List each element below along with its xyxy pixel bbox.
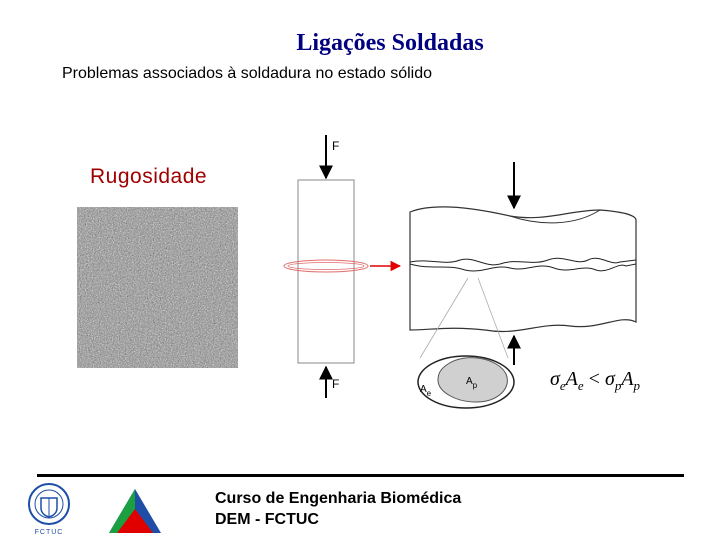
force-label-bottom: F bbox=[332, 377, 339, 391]
department-triangle-logo bbox=[109, 489, 161, 533]
roughness-texture-image bbox=[77, 207, 238, 368]
area-label-p: Ap bbox=[466, 376, 478, 390]
contact-area-region bbox=[437, 357, 508, 403]
rough-interface-line-1 bbox=[409, 257, 637, 266]
slide-title: Ligações Soldadas bbox=[296, 30, 484, 56]
rough-interface-line-2 bbox=[409, 263, 637, 272]
force-label-top: F bbox=[332, 139, 339, 153]
weld-interface-ellipse bbox=[283, 259, 369, 273]
section-heading: Rugosidade bbox=[90, 165, 208, 188]
footer-course: Curso de Engenharia Biomédica bbox=[215, 490, 462, 507]
area-label-e: Ae bbox=[420, 384, 432, 398]
stress-equation: σeAe<σpAp bbox=[550, 368, 641, 393]
weld-interface-diagram: F F Ae Ap σeAe<σpAp bbox=[283, 135, 641, 409]
university-seal-logo: FCTUC bbox=[28, 483, 70, 536]
zoomed-block-outline bbox=[409, 206, 637, 333]
footer-divider bbox=[37, 474, 684, 477]
footer-text: Curso de Engenharia Biomédica DEM - FCTU… bbox=[215, 488, 461, 530]
svg-text:FCTUC: FCTUC bbox=[35, 529, 64, 536]
slide-subtitle: Problemas associados à soldadura no esta… bbox=[62, 65, 433, 82]
footer-department: DEM - FCTUC bbox=[215, 511, 319, 528]
